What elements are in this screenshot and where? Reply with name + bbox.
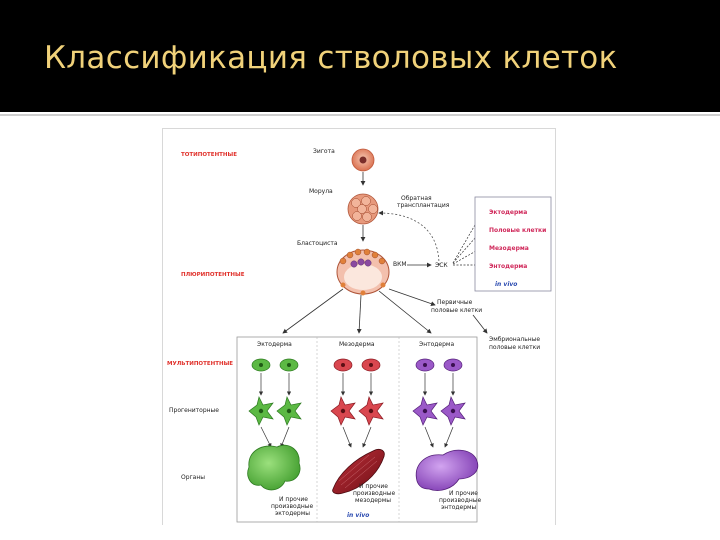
label-embryonic-germ-1: Эмбриональные: [489, 336, 540, 343]
ecto-organ: [247, 444, 301, 491]
germ-layer-endo: Энтодерма: [419, 341, 454, 348]
label-icm: ВКМ: [393, 261, 407, 268]
germ-layer-panel: [236, 336, 478, 523]
arrow-back-transplant: [378, 210, 440, 266]
meso-note-2: производные: [353, 490, 396, 497]
in-vivo-item-endo: Энтодерма: [489, 263, 527, 270]
label-back-transplant-2: трансплантация: [397, 202, 450, 209]
endo-cells: [415, 358, 463, 372]
title-bar: Классификация стволовых клеток: [0, 0, 720, 112]
label-morula: Морула: [309, 188, 333, 195]
arrow-primary-embryonic-germ: [472, 314, 488, 334]
level-multipotent: МУЛЬТИПОТЕНТНЫЕ: [167, 361, 233, 367]
meso-note-3: мезодермы: [355, 497, 391, 504]
blastocyst-cell: [336, 248, 390, 296]
ecto-note-1: И прочие: [279, 496, 308, 503]
meso-cells: [333, 358, 381, 372]
in-vivo-item-meso: Мезодерма: [489, 245, 529, 252]
ecto-note-3: эктодермы: [275, 510, 310, 517]
bottom-in-vivo: in vivo: [347, 512, 369, 519]
label-embryonic-germ-2: половые клетки: [489, 344, 540, 351]
row-organs: Органы: [181, 474, 205, 481]
diagram-canvas: ТОТИПОТЕНТНЫЕ ПЛЮРИПОТЕНТНЫЕ МУЛЬТИПОТЕН…: [167, 148, 552, 523]
germ-layer-meso: Мезодерма: [339, 341, 375, 348]
arrows-to-organs: [260, 426, 454, 448]
label-primary-germ-1: Первичные: [437, 299, 473, 306]
endo-note-2: производные: [439, 497, 482, 504]
meso-progenitors: [330, 395, 384, 426]
meso-note-1: И прочие: [359, 483, 388, 490]
arrow-blastocyst-ecto: [282, 288, 344, 334]
level-totipotent: ТОТИПОТЕНТНЫЕ: [181, 152, 237, 158]
meso-organ-striations: [338, 454, 378, 489]
ecto-progenitors: [248, 395, 302, 426]
in-vivo-box: [474, 196, 552, 292]
label-zygote: Зигота: [313, 148, 335, 155]
label-back-transplant-1: Обратная: [401, 195, 432, 202]
endo-organ: [415, 449, 479, 491]
ecto-cells: [251, 358, 299, 372]
arrow-blastocyst-meso: [356, 294, 362, 334]
endo-note-1: И прочие: [449, 490, 478, 497]
row-progenitors: Прогениторные: [169, 407, 219, 414]
level-pluripotent: ПЛЮРИПОТЕНТНЫЕ: [181, 272, 245, 278]
label-primary-germ-2: половые клетки: [431, 307, 482, 314]
arrow-blastocyst-endo: [378, 290, 432, 334]
meso-organ: [332, 449, 385, 495]
morula-cell: [347, 193, 379, 225]
zygote-cell: [351, 148, 375, 172]
label-esc: ЭСК: [435, 262, 448, 269]
endo-note-3: энтодермы: [441, 504, 477, 511]
stem-cell-diagram: ТОТИПОТЕНТНЫЕ ПЛЮРИПОТЕНТНЫЕ МУЛЬТИПОТЕН…: [162, 128, 556, 525]
in-vivo-item-ecto: Эктодерма: [489, 209, 527, 216]
label-blastocyst: Бластоциста: [297, 240, 338, 247]
arrow-esc-germ: [452, 228, 484, 264]
arrows-to-progenitors: [258, 373, 456, 396]
slide-title: Классификация стволовых клеток: [44, 40, 618, 76]
ecto-note-2: производные: [271, 503, 314, 510]
endo-progenitors: [412, 395, 466, 426]
arrow-blastocyst-primary-germ: [388, 288, 436, 306]
title-divider: [0, 114, 720, 116]
in-vivo-box-note: in vivo: [495, 281, 517, 288]
in-vivo-item-germ: Половые клетки: [489, 227, 546, 234]
germ-layer-ecto: Эктодерма: [257, 341, 292, 348]
